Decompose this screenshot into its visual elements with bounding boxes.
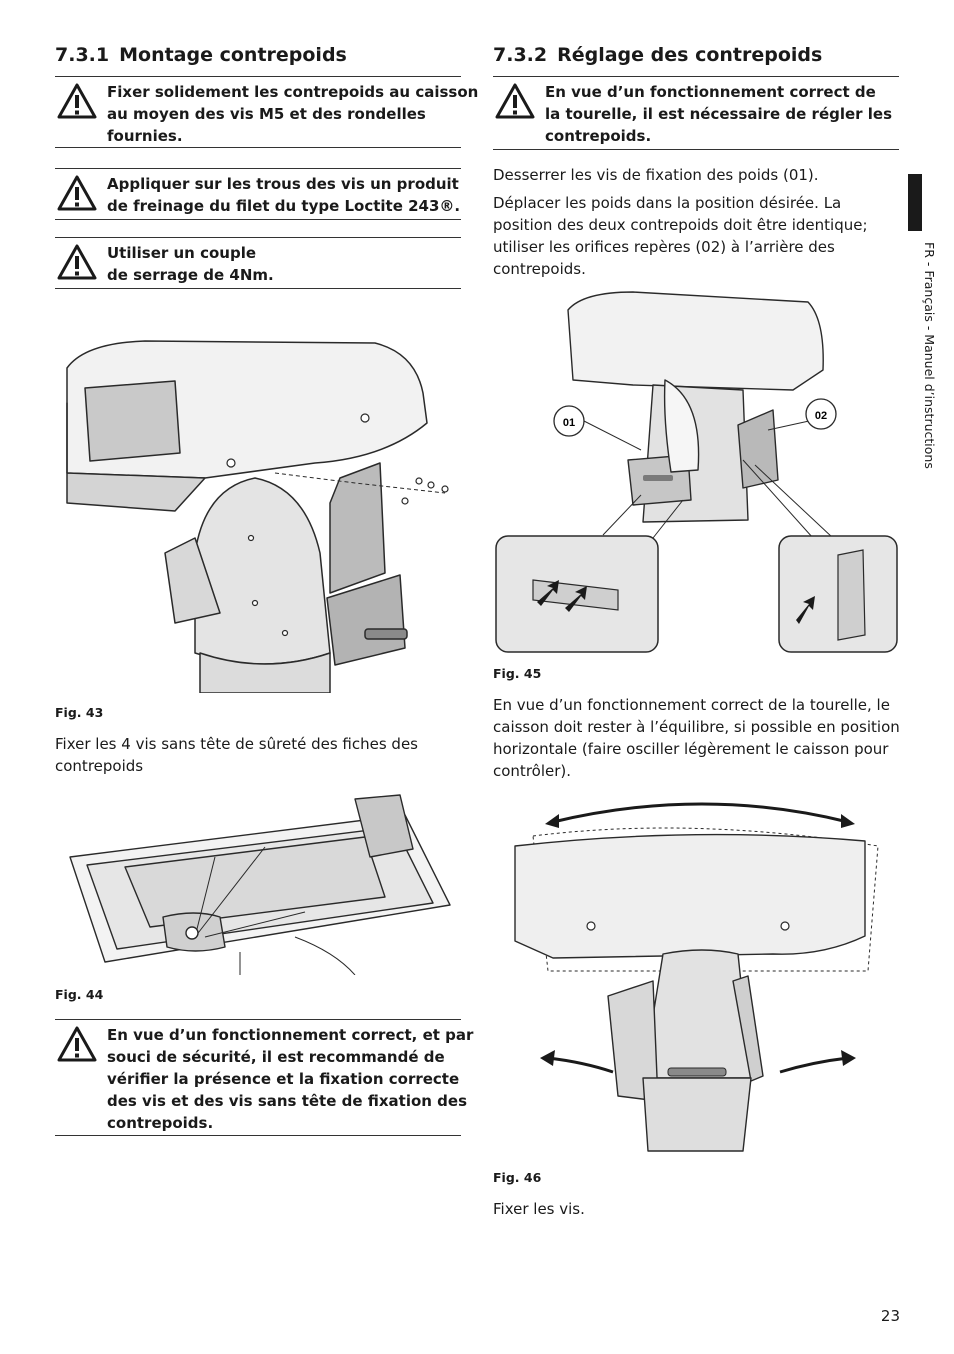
side-tab-marker <box>908 174 922 231</box>
figure-46-caption: Fig. 46 <box>493 1170 542 1185</box>
instruction-paragraph: Déplacer les poids dans la position dési… <box>493 194 868 278</box>
figure-45-illustration: 01 02 <box>495 291 898 653</box>
instruction-paragraph: Desserrer les vis de fixation des poids … <box>493 166 819 184</box>
warning-text: Appliquer sur les trous des vis un produ… <box>107 175 461 215</box>
warning-text: En vue d’un fonctionnement correct, et p… <box>107 1026 474 1132</box>
warning-text: Utiliser un couple de serrage de 4Nm. <box>107 244 274 284</box>
figure-44-caption: Fig. 44 <box>55 987 104 1002</box>
figure-44-illustration <box>69 794 451 975</box>
warning-box: Fixer solidement les contrepoids au cais… <box>55 76 479 148</box>
warning-icon <box>57 175 97 211</box>
instruction-paragraph: Fixer les 4 vis sans tête de sûreté des … <box>55 735 418 775</box>
figure-46-balance-oscillation <box>493 796 899 1156</box>
warning-text: Fixer solidement les contrepoids au cais… <box>107 83 479 145</box>
warning-text: En vue d’un fonctionnement correct de la… <box>545 83 893 145</box>
figure-46-illustration <box>514 802 879 1152</box>
figure-45-caption: Fig. 45 <box>493 666 542 681</box>
figure-45-counterweight-adjustment: 01 02 <box>493 290 899 660</box>
warning-box: En vue d’un fonctionnement correct, et p… <box>55 1019 474 1136</box>
warning-box: Appliquer sur les trous des vis un produ… <box>55 168 461 220</box>
warning-icon <box>495 83 535 119</box>
sidebar-language-label: FR - Français - Manuel d’instructions <box>922 242 937 469</box>
figure-43-camera-housing-counterweight-assembly <box>55 313 461 693</box>
callout-01: 01 <box>563 417 575 429</box>
figure-44-housing-interior-setscrews <box>55 787 461 975</box>
warning-icon <box>57 244 97 280</box>
figure-43-illustration <box>66 340 449 693</box>
warning-icon <box>57 83 97 119</box>
warning-icon <box>57 1026 97 1062</box>
figure-43-caption: Fig. 43 <box>55 705 104 720</box>
page-number: 23 <box>880 1307 900 1325</box>
instruction-paragraph: En vue d’un fonctionnement correct de la… <box>493 696 900 780</box>
callout-02: 02 <box>815 410 827 422</box>
warning-box: En vue d’un fonctionnement correct de la… <box>493 76 899 150</box>
instruction-paragraph: Fixer les vis. <box>493 1200 585 1218</box>
warning-box: Utiliser un couple de serrage de 4Nm. <box>55 237 461 289</box>
